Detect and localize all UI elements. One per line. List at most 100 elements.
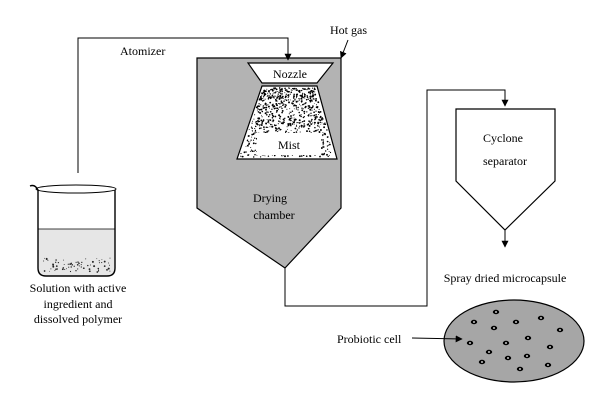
mist-particle [287, 128, 289, 130]
mist-particle [321, 117, 324, 120]
mist-particle [313, 98, 315, 100]
mist-particle [263, 106, 266, 109]
mist-particle [278, 97, 281, 100]
mist-particle [278, 91, 280, 94]
mist-particle [263, 89, 266, 92]
mist-particle [262, 100, 264, 102]
mist-particle [298, 127, 300, 129]
mist-particle [292, 121, 295, 124]
mist-particle [308, 120, 310, 122]
beaker-liquid [38, 229, 115, 276]
mist-particle [260, 108, 263, 111]
sediment-particle [68, 266, 70, 268]
mist-particle [277, 108, 280, 110]
mist-particle [300, 94, 303, 97]
mist-particle [260, 124, 263, 126]
mist-particle [287, 90, 289, 93]
mist-particle [318, 108, 320, 110]
mist-particle [302, 116, 305, 119]
mist-particle [317, 101, 320, 104]
mist-particle [273, 97, 275, 99]
mist-particle [289, 99, 291, 101]
mist-particle [284, 155, 286, 158]
mist-particle [266, 107, 268, 109]
mist-particle [263, 131, 265, 133]
sediment-particle [55, 265, 58, 267]
mist-particle [315, 117, 317, 118]
mist-particle [269, 126, 271, 128]
mist-particle [269, 93, 272, 95]
mist-particle [304, 88, 306, 90]
mist-particle [287, 122, 290, 125]
mist-particle [249, 141, 251, 143]
mist-particle [262, 120, 265, 122]
mist-particle [327, 141, 329, 143]
mist-particle [311, 96, 313, 98]
mist-particle [322, 142, 325, 144]
mist-particle [250, 147, 252, 148]
mist-particle [289, 87, 291, 89]
mist-particle [315, 97, 318, 100]
mist-particle [322, 118, 324, 120]
mist-particle [246, 140, 249, 142]
mist-particle [280, 100, 283, 103]
mist-particle [309, 95, 312, 98]
mist-particle [280, 93, 282, 95]
mist-particle [309, 94, 311, 96]
mist-particle [305, 155, 308, 158]
mist-particle [308, 106, 311, 109]
sediment-particle [50, 268, 52, 270]
mist-particle [256, 105, 259, 108]
mist-particle [276, 104, 278, 107]
mist-particle [318, 131, 321, 133]
sediment-particle [98, 270, 100, 272]
mist-particle [316, 129, 318, 131]
mist-particle [311, 91, 314, 94]
sediment-particle [67, 263, 69, 265]
mist-particle [271, 126, 273, 128]
probiotic-cell [492, 309, 500, 315]
mist-particle [252, 156, 255, 158]
mist-particle [281, 109, 284, 112]
mist-particle [256, 120, 258, 122]
mist-particle [284, 98, 286, 101]
mist-particle [260, 127, 262, 129]
sediment-particle [78, 262, 80, 265]
mist-particle [287, 96, 289, 99]
mist-particle [288, 101, 290, 104]
mist-particle [329, 144, 331, 146]
sediment-particle [56, 268, 58, 270]
mist-particle [295, 97, 298, 99]
mist-particle [267, 121, 269, 123]
mist-particle [317, 111, 320, 113]
mist-particle [287, 116, 290, 118]
beaker [29, 184, 117, 277]
mist-particle [275, 124, 277, 127]
mist-particle [293, 114, 295, 116]
mist-particle [264, 103, 266, 105]
mist-particle [313, 124, 315, 125]
mist-particle [299, 131, 301, 133]
mist-particle [313, 111, 315, 114]
mist-particle [252, 139, 255, 141]
mist-particle [307, 98, 309, 100]
mist-particle [297, 100, 299, 102]
mist-particle [284, 92, 286, 94]
mist-particle [284, 89, 287, 91]
hot-gas-label: Hot gas [330, 23, 367, 37]
mist-particle [307, 123, 310, 125]
mist-particle [245, 146, 247, 148]
mist-particle [303, 125, 306, 127]
mist-particle [254, 149, 256, 151]
mist-particle [284, 105, 287, 108]
mist-particle [290, 115, 292, 117]
mist-particle [302, 103, 304, 106]
sediment-particle [85, 258, 87, 260]
mist-particle [290, 119, 292, 122]
mist-particle [248, 145, 250, 147]
mist-particle [295, 87, 297, 90]
mist-particle [287, 155, 289, 157]
mist-particle [277, 102, 280, 105]
mist-particle [307, 91, 310, 94]
mist-particle [259, 112, 262, 114]
